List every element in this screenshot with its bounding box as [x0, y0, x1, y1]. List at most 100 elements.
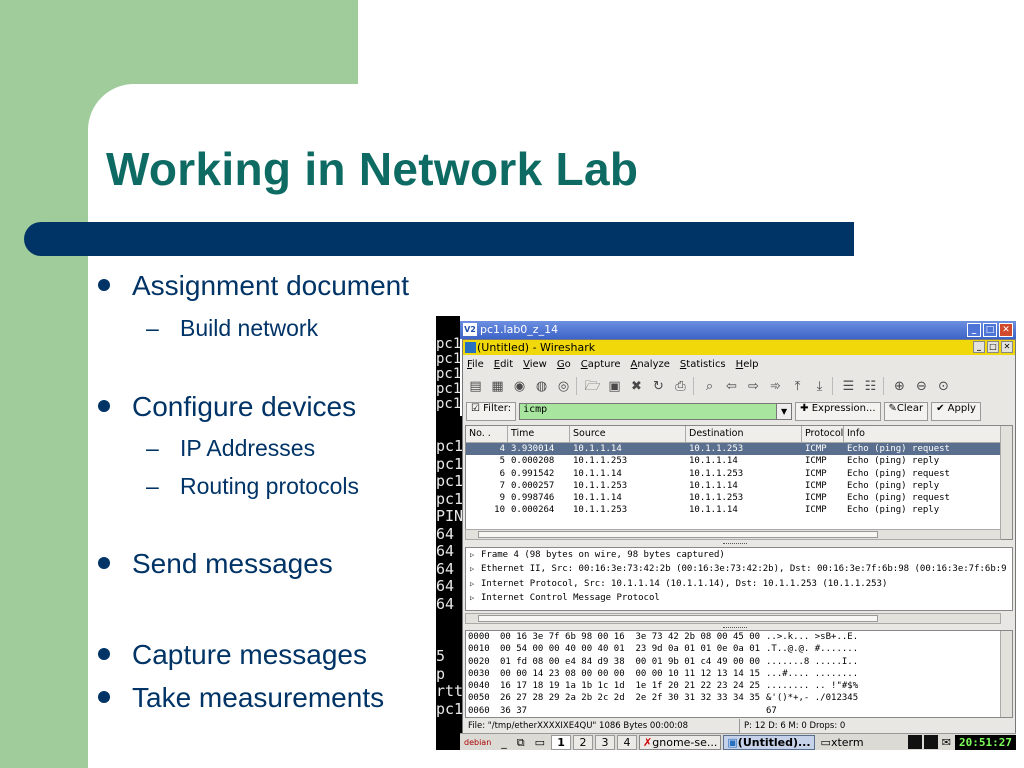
menu-analyze[interactable]: Analyze [630, 359, 670, 370]
pane-divider-handle[interactable] [723, 543, 747, 547]
packet-bytes-scrollbar[interactable] [1000, 631, 1012, 717]
debian-menu-button[interactable]: debian [464, 737, 492, 747]
minimize-button[interactable]: _ [967, 323, 981, 337]
menu-statistics[interactable]: Statistics [679, 359, 726, 370]
print-icon[interactable]: ⎙ [675, 378, 686, 394]
column-header-info[interactable]: Info [844, 426, 1012, 443]
pane-divider-handle[interactable] [723, 627, 747, 631]
task-wireshark[interactable]: ▣(Untitled)... [723, 734, 815, 750]
open-icon[interactable]: 🗁 [584, 378, 601, 394]
goto-icon[interactable]: ➾ [770, 378, 781, 394]
expand-arrow-icon[interactable]: ▷ [470, 579, 475, 588]
packet-list-hscrollbar[interactable] [465, 529, 1001, 540]
packet-list[interactable]: No. . Time Source Destination Protocol I… [465, 425, 1013, 540]
wireshark-icon: ▣ [727, 735, 738, 749]
filter-input[interactable]: icmp [519, 402, 778, 420]
terminal-back[interactable]: pc1 pc1 pc1 pc1 pc1 [436, 316, 460, 416]
scroll-thumb[interactable] [478, 615, 878, 622]
monitor-icon[interactable]: ▭ [534, 735, 546, 749]
tray-block-icon [923, 735, 938, 749]
last-icon[interactable]: ⤓ [816, 378, 823, 394]
menu-capture[interactable]: Capture [580, 359, 621, 370]
bullet-item: Capture messages [98, 639, 367, 671]
reload-icon[interactable]: ↻ [653, 378, 664, 394]
task-xterm[interactable]: ▭xterm [820, 735, 864, 749]
autoscroll-icon[interactable]: ☷ [864, 378, 877, 394]
column-header-no[interactable]: No. . [466, 426, 508, 443]
bullet-item: Configure devices [98, 391, 356, 423]
terminal-front[interactable]: pc1 pc1 pc1 pc1 PIN 64 64 64 64 64 5 p r… [436, 416, 462, 750]
clear-button[interactable]: ✎Clear [883, 401, 929, 421]
filter-toolbar: ☑ Filter: icmp ▼ ✚ Expression... ✎Clear … [466, 401, 1014, 421]
start-icon[interactable]: ◉ [513, 378, 526, 394]
colorize-icon[interactable]: ☰ [842, 378, 855, 394]
detail-tree-item[interactable]: ▷Internet Protocol, Src: 10.1.1.14 (10.1… [470, 578, 888, 589]
main-toolbar: ▤ ▦ ◉ ◍ ◎ 🗁 ▣ ✖ ↻ ⎙ ⌕ ⇦ ⇨ ➾ ⤒ ⤓ ☰ ☷ ⊕ ⊖ … [466, 375, 953, 397]
chevron-down-icon[interactable]: ▼ [776, 402, 793, 420]
workspace-1-button[interactable]: 1 [551, 734, 572, 750]
status-counts: P: 12 D: 6 M: 0 Drops: 0 [744, 721, 846, 731]
save-icon[interactable]: ▣ [608, 378, 621, 394]
wireshark-titlebar[interactable]: (Untitled) - Wireshark _ □ ✕ [463, 340, 1015, 355]
packet-details-hscrollbar[interactable] [465, 613, 1001, 624]
column-header-protocol[interactable]: Protocol [802, 426, 844, 443]
close-button[interactable]: ✕ [999, 323, 1013, 337]
interfaces-icon[interactable]: ▤ [469, 378, 482, 394]
zoom-out-icon[interactable]: ⊖ [916, 378, 927, 394]
maximize-button[interactable]: □ [987, 341, 999, 353]
workspace-2-button[interactable]: 2 [573, 734, 594, 750]
find-icon[interactable]: ⌕ [705, 378, 714, 394]
menu-help[interactable]: Help [735, 359, 759, 370]
menu-view[interactable]: View [523, 359, 547, 370]
broom-icon: ✎ [888, 402, 897, 414]
packet-list-scrollbar[interactable] [1000, 426, 1012, 539]
detail-tree-item[interactable]: ▷Frame 4 (98 bytes on wire, 98 bytes cap… [470, 550, 725, 560]
column-header-destination[interactable]: Destination [686, 426, 802, 443]
expand-arrow-icon[interactable]: ▷ [470, 565, 475, 574]
stop-icon[interactable]: ◍ [535, 378, 548, 394]
filter-button[interactable]: ☑ Filter: [466, 401, 517, 421]
zoom-normal-icon[interactable]: ⊙ [938, 378, 949, 394]
detail-tree-item[interactable]: ▷Ethernet II, Src: 00:16:3e:73:42:2b (00… [470, 564, 1007, 575]
expand-arrow-icon[interactable]: ▷ [470, 593, 475, 602]
vnc-window-titlebar[interactable]: V2 pc1.lab0_z_14 _ □ ✕ [460, 321, 1016, 339]
menu-go[interactable]: Go [556, 359, 571, 370]
window-list-icon[interactable]: ⧉ [516, 735, 525, 749]
forward-icon[interactable]: ⇨ [748, 378, 759, 394]
minimize-button[interactable]: _ [973, 341, 985, 353]
zoom-in-icon[interactable]: ⊕ [894, 378, 905, 394]
close-file-icon[interactable]: ✖ [631, 378, 642, 394]
packet-details[interactable]: ▷Frame 4 (98 bytes on wire, 98 bytes cap… [465, 547, 1013, 611]
menu-file[interactable]: File [467, 359, 484, 370]
expression-button[interactable]: ✚ Expression... [795, 401, 881, 421]
bullet-dot-icon [98, 399, 110, 412]
apply-button[interactable]: ✔ Apply [931, 401, 981, 421]
workspace-3-button[interactable]: 3 [595, 734, 616, 750]
maximize-button[interactable]: □ [983, 323, 997, 337]
restart-icon[interactable]: ◎ [557, 378, 570, 394]
back-icon[interactable]: ⇦ [726, 378, 737, 394]
expand-arrow-icon[interactable]: ▷ [470, 551, 475, 559]
menu-edit[interactable]: Edit [493, 359, 514, 370]
task-gnome-session[interactable]: ✗gnome-se... [639, 734, 722, 750]
column-header-time[interactable]: Time [508, 426, 570, 443]
first-icon[interactable]: ⤒ [794, 378, 801, 394]
options-icon[interactable]: ▦ [491, 378, 504, 394]
terminal-icon: ▭ [820, 735, 831, 749]
column-header-source[interactable]: Source [570, 426, 686, 443]
close-button[interactable]: ✕ [1001, 341, 1013, 353]
workspace-4-button[interactable]: 4 [617, 734, 638, 750]
mail-icon[interactable]: ✉ [941, 735, 952, 749]
detail-tree-item[interactable]: ▷Internet Control Message Protocol [470, 592, 660, 603]
scroll-thumb[interactable] [478, 531, 878, 538]
minimize-all-icon[interactable]: _ [501, 735, 507, 749]
